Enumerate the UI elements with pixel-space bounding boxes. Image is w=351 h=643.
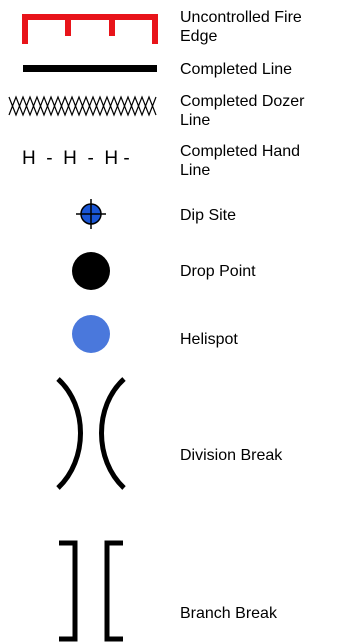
drop-point-label: Drop Point (180, 263, 256, 280)
completed-dozer-line-label: Completed Dozer Line (180, 93, 305, 129)
dip-site-symbol (76, 199, 106, 229)
uncontrolled-fire-edge-symbol (22, 14, 158, 44)
branch-break-label: Branch Break (180, 605, 277, 622)
division-break-label: Division Break (180, 447, 283, 464)
uncontrolled-fire-edge-label: Uncontrolled Fire Edge (180, 9, 302, 45)
helispot-symbol (72, 315, 110, 353)
dip-site-label: Dip Site (180, 207, 237, 224)
completed-line-label: Completed Line (180, 61, 293, 78)
drop-point-symbol (72, 252, 110, 290)
completed-hand-line-symbol: H - H - H - (22, 148, 130, 169)
completed-hand-line-label: Completed Hand Line (180, 143, 301, 179)
division-break-symbol (56, 377, 126, 490)
helispot-label: Helispot (180, 331, 238, 348)
completed-dozer-line-symbol (8, 95, 157, 117)
completed-line-symbol (23, 65, 157, 72)
branch-break-symbol (59, 540, 123, 642)
